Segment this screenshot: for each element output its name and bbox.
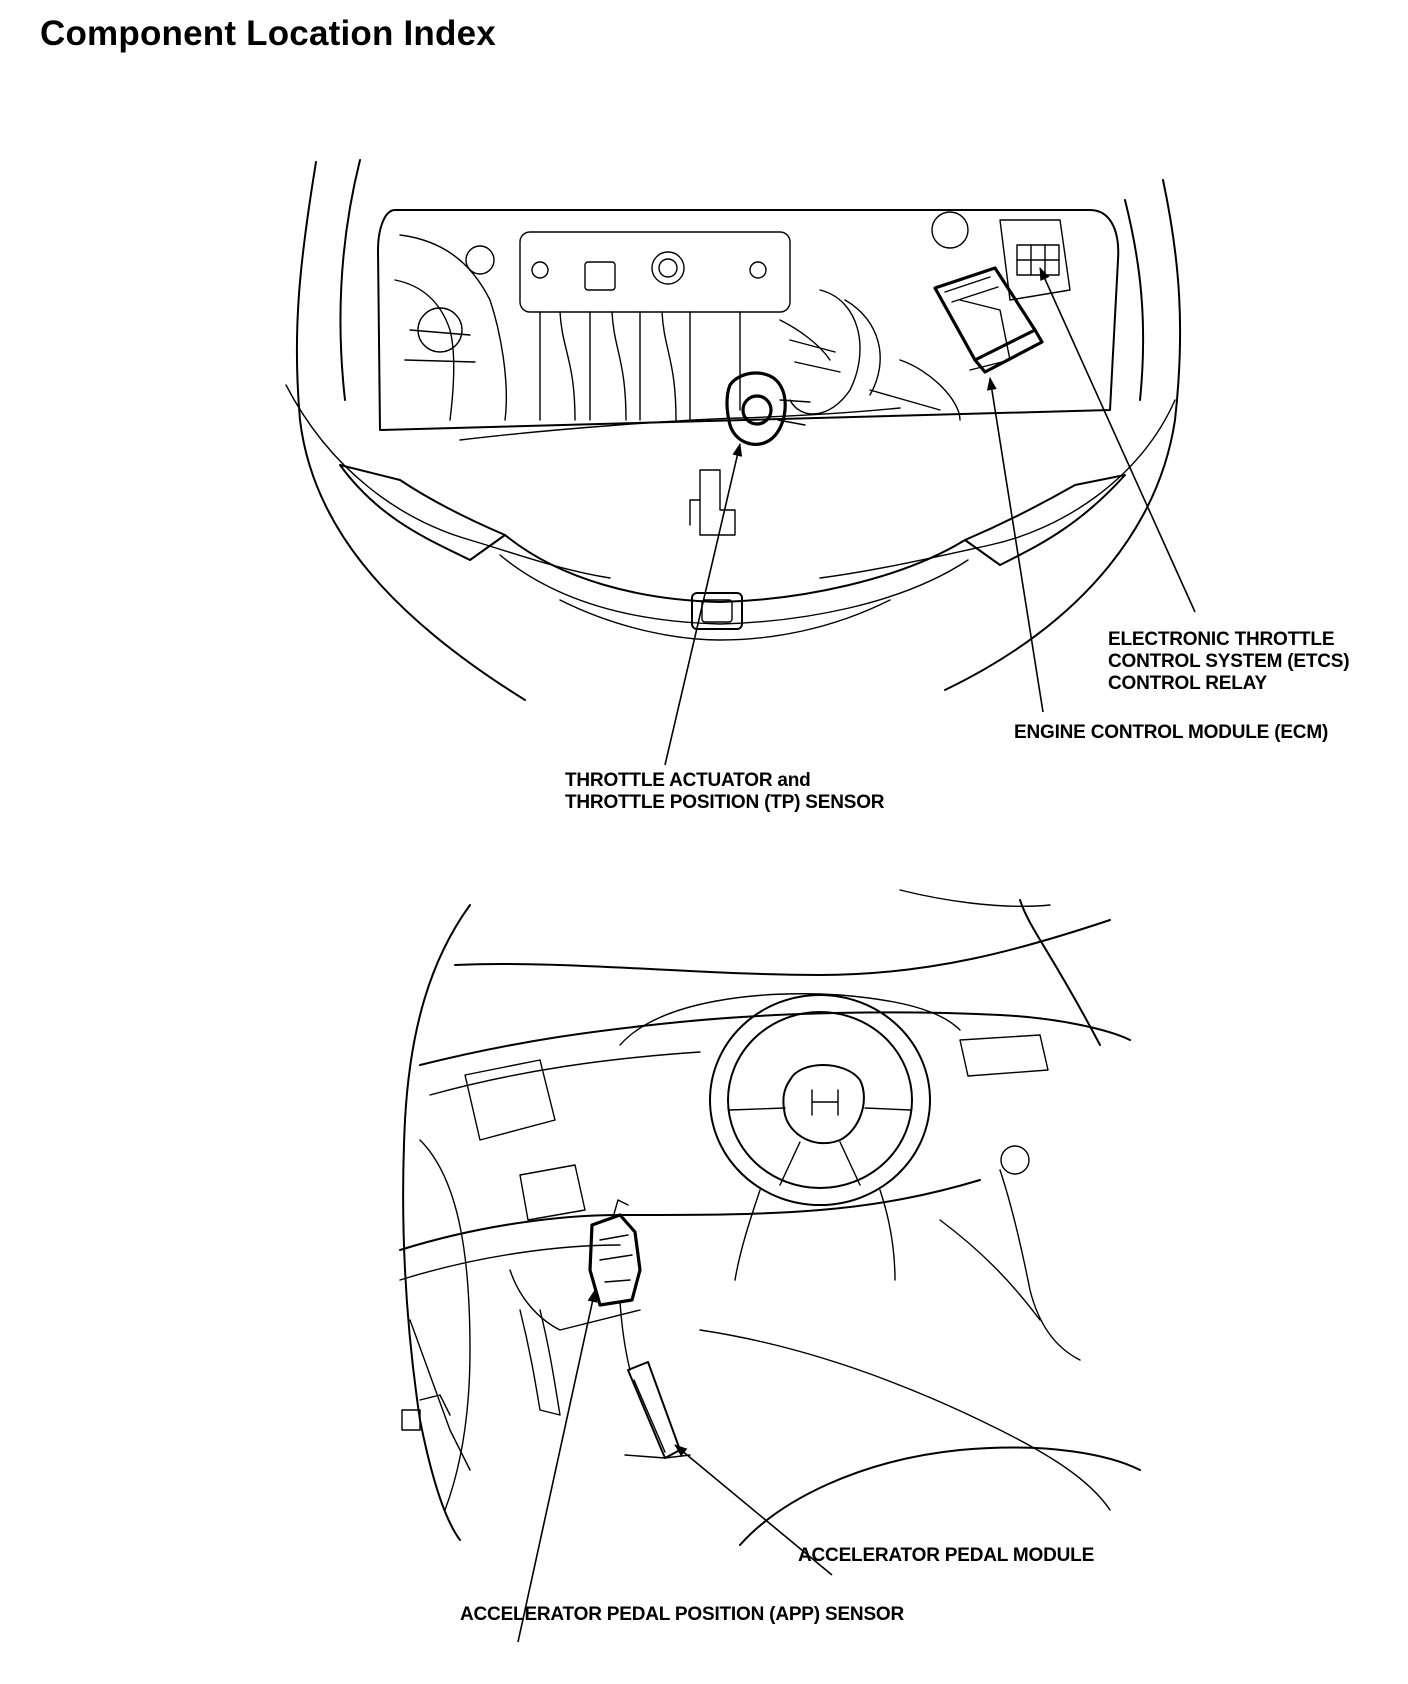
etcs-label-line-3: CONTROL RELAY [1108, 673, 1267, 694]
throttle-actuator-tp-sensor-label: THROTTLE ACTUATOR and THROTTLE POSITION … [565, 770, 885, 814]
accelerator-pedal-module-label: ACCELERATOR PEDAL MODULE [798, 1545, 1094, 1567]
etcs-control-relay-label: ELECTRONIC THROTTLE CONTROL SYSTEM (ETCS… [1108, 629, 1350, 695]
engine-bay-illustration [285, 159, 1196, 766]
ecm-label-line-1: ENGINE CONTROL MODULE (ECM) [1014, 722, 1329, 743]
ecm-label: ENGINE CONTROL MODULE (ECM) [1014, 722, 1328, 744]
throttle-label-line-2: THROTTLE POSITION (TP) SENSOR [565, 792, 885, 813]
interior-illustration [399, 889, 1141, 1643]
etcs-label-line-1: ELECTRONIC THROTTLE [1108, 629, 1335, 650]
app-sensor-label: ACCELERATOR PEDAL POSITION (APP) SENSOR [460, 1604, 904, 1626]
throttle-label-line-1: THROTTLE ACTUATOR and [565, 770, 811, 791]
page-title: Component Location Index [40, 14, 496, 53]
etcs-label-line-2: CONTROL SYSTEM (ETCS) [1108, 651, 1350, 672]
pedal-module-label-line-1: ACCELERATOR PEDAL MODULE [798, 1545, 1095, 1566]
app-sensor-label-line-1: ACCELERATOR PEDAL POSITION (APP) SENSOR [460, 1604, 905, 1625]
